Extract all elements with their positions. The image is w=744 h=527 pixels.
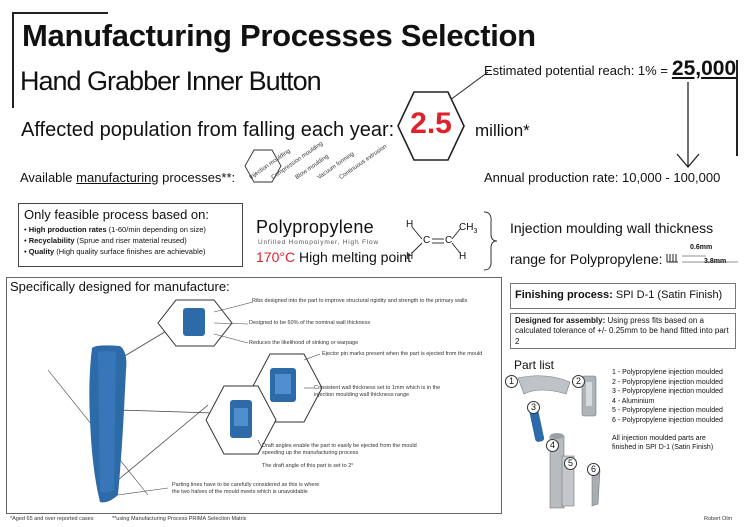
melting-label: High melting point bbox=[298, 249, 412, 265]
wall-thickness-icon bbox=[666, 254, 738, 263]
part-list-footer: All injection moulded parts are finished… bbox=[612, 435, 714, 452]
material-name: Polypropylene bbox=[256, 217, 374, 237]
assembly-label: Designed for assembly: bbox=[515, 316, 606, 325]
page-title: Manufacturing Processes Selection bbox=[22, 18, 536, 53]
feasible-heading: Only feasible process based on: bbox=[24, 207, 209, 222]
note-wall-line: injection moulding wall thickness range bbox=[314, 392, 410, 399]
reach-arrow-icon bbox=[676, 82, 700, 169]
note-draft-angle: The draft angle of this part is set to 2… bbox=[262, 463, 354, 469]
feasible-item: • Quality (High quality surface finishes… bbox=[24, 247, 206, 256]
part-list-item: 2 - Polypropylene injection moulded bbox=[612, 378, 723, 386]
finishing-value: SPI D-1 (Satin Finish) bbox=[615, 289, 723, 301]
part-list-item: 6 - Polypropylene injection moulded bbox=[612, 416, 723, 424]
melting-temp: 170°C bbox=[256, 249, 296, 265]
finishing-box: Finishing process: SPI D-1 (Satin Finish… bbox=[510, 283, 736, 309]
formula-atom: C bbox=[445, 235, 453, 246]
footnote-aged: *Aged 65 and over reported cases bbox=[10, 516, 94, 522]
feasible-item-bold: Recyclability bbox=[28, 236, 75, 245]
annual-production: Annual production rate: 10,000 - 100,000 bbox=[484, 170, 721, 185]
feasible-process-box: Only feasible process based on: • High p… bbox=[18, 203, 243, 267]
part-list-item: 3 - Polypropylene injection moulded bbox=[612, 388, 723, 396]
brace-icon bbox=[483, 211, 498, 271]
reach-label: Estimated potential reach: 1% = bbox=[484, 63, 668, 78]
frame-right-line bbox=[736, 60, 738, 156]
feasible-item: • High production rates (1-60/min depend… bbox=[24, 225, 206, 234]
part-number-badge: 4 bbox=[546, 439, 559, 452]
affected-hexagon: 2.5 bbox=[396, 90, 466, 162]
affected-label: Affected population from falling each ye… bbox=[21, 119, 395, 141]
available-processes: Available manufacturing processes**: bbox=[20, 170, 235, 185]
note-wall: Consistent wall thickness set to 1mm whi… bbox=[314, 385, 440, 399]
footnote-prima: **using Manufacturing Process PRIMA Sele… bbox=[112, 516, 247, 522]
note-sixty: Designed to be 60% of the nominal wall t… bbox=[249, 320, 371, 326]
note-ejector: Ejector pin marks present when the part … bbox=[322, 351, 483, 357]
part-list-item: 4 - Aluminium bbox=[612, 397, 655, 405]
formula-atom: H bbox=[406, 219, 414, 230]
process-hexagons bbox=[244, 149, 282, 183]
feasible-item-text: (Sprue and riser material reused) bbox=[74, 236, 187, 245]
feasible-item-text: (1-60/min depending on size) bbox=[106, 225, 206, 234]
affected-value: 2.5 bbox=[410, 107, 452, 140]
part-list-item: 5 - Polypropylene injection moulded bbox=[612, 407, 723, 415]
frame-top-line bbox=[12, 12, 108, 14]
reach-value: 25,000 bbox=[671, 57, 737, 80]
wall-title: Injection moulding wall thickness bbox=[510, 220, 714, 236]
note-parting-line: the two halves of the mould meets which … bbox=[172, 489, 308, 496]
formula-atom: H bbox=[459, 251, 467, 262]
part-number-badge: 1 bbox=[505, 375, 518, 388]
note-draft: Draft angles enable the part to easily b… bbox=[262, 443, 417, 457]
available-prefix: Available bbox=[20, 170, 73, 185]
part-list-heading: Part list bbox=[514, 358, 555, 372]
design-heading: Specifically designed for manufacture: bbox=[10, 279, 230, 294]
wall-min: 0.6mm bbox=[690, 244, 713, 251]
page-subtitle: Hand Grabber Inner Button bbox=[20, 66, 322, 96]
part-list-item: 1 - Polypropylene injection moulded bbox=[612, 369, 723, 376]
wall-range-label: range for Polypropylene: bbox=[510, 251, 663, 267]
part-list: 1 - Polypropylene injection moulded 2 - … bbox=[612, 368, 723, 426]
wall-max: 3.8mm bbox=[704, 258, 727, 265]
note-sinking: Reduces the likelihood of sinking or war… bbox=[249, 340, 359, 346]
exploded-parts-image bbox=[517, 375, 601, 509]
design-panel bbox=[6, 277, 502, 514]
formula-ch: CH bbox=[459, 222, 474, 233]
material-subtitle: Unfilled Homopolymer, High Flow bbox=[258, 239, 379, 246]
part-number-badge: 6 bbox=[587, 463, 600, 476]
feasible-item-bold: Quality bbox=[28, 247, 55, 256]
note-ribs: Ribs designed into the part to improve s… bbox=[252, 298, 468, 304]
formula-sub: 3 bbox=[473, 228, 478, 235]
assembly-text: Using press fits based on a calculated t… bbox=[515, 316, 729, 346]
feasible-item-bold: High production rates bbox=[28, 225, 107, 234]
formula-atom: CH3 bbox=[459, 222, 477, 235]
available-suffix: processes**: bbox=[162, 170, 236, 185]
design-diagram bbox=[47, 299, 323, 503]
part-number-badge: 3 bbox=[527, 401, 540, 414]
reach-stat: Estimated potential reach: 1% =25,000 bbox=[484, 57, 736, 81]
feasible-item: • Recyclability (Sprue and riser materia… bbox=[24, 236, 187, 245]
note-parting-line: Parting lines have to be carefully consi… bbox=[172, 482, 320, 488]
finishing-label: Finishing process: bbox=[515, 289, 613, 301]
part-number-badge: 2 bbox=[572, 375, 585, 388]
frame-left-line bbox=[12, 12, 14, 108]
note-draft-line: speeding up the manufacturing process bbox=[262, 450, 359, 457]
propylene-structure-icon bbox=[411, 226, 461, 254]
note-wall-line: Consistent wall thickness set to 1mm whi… bbox=[314, 385, 441, 391]
footnote-author: Robert Olm bbox=[704, 516, 733, 522]
part-number-badge: 5 bbox=[564, 457, 577, 470]
formula-atom: C bbox=[423, 235, 431, 246]
melting-point: 170°C High melting point bbox=[256, 249, 411, 265]
note-parting: Parting lines have to be carefully consi… bbox=[172, 482, 319, 496]
feasible-item-text: (High quality surface finishes are achie… bbox=[54, 247, 206, 256]
assembly-box: Designed for assembly: Using press fits … bbox=[510, 313, 736, 349]
affected-unit: million* bbox=[475, 121, 530, 140]
note-draft-line: Draft angles enable the part to easily b… bbox=[262, 443, 417, 449]
formula-atom: H bbox=[406, 251, 414, 262]
available-keyword: manufacturing bbox=[76, 170, 159, 185]
